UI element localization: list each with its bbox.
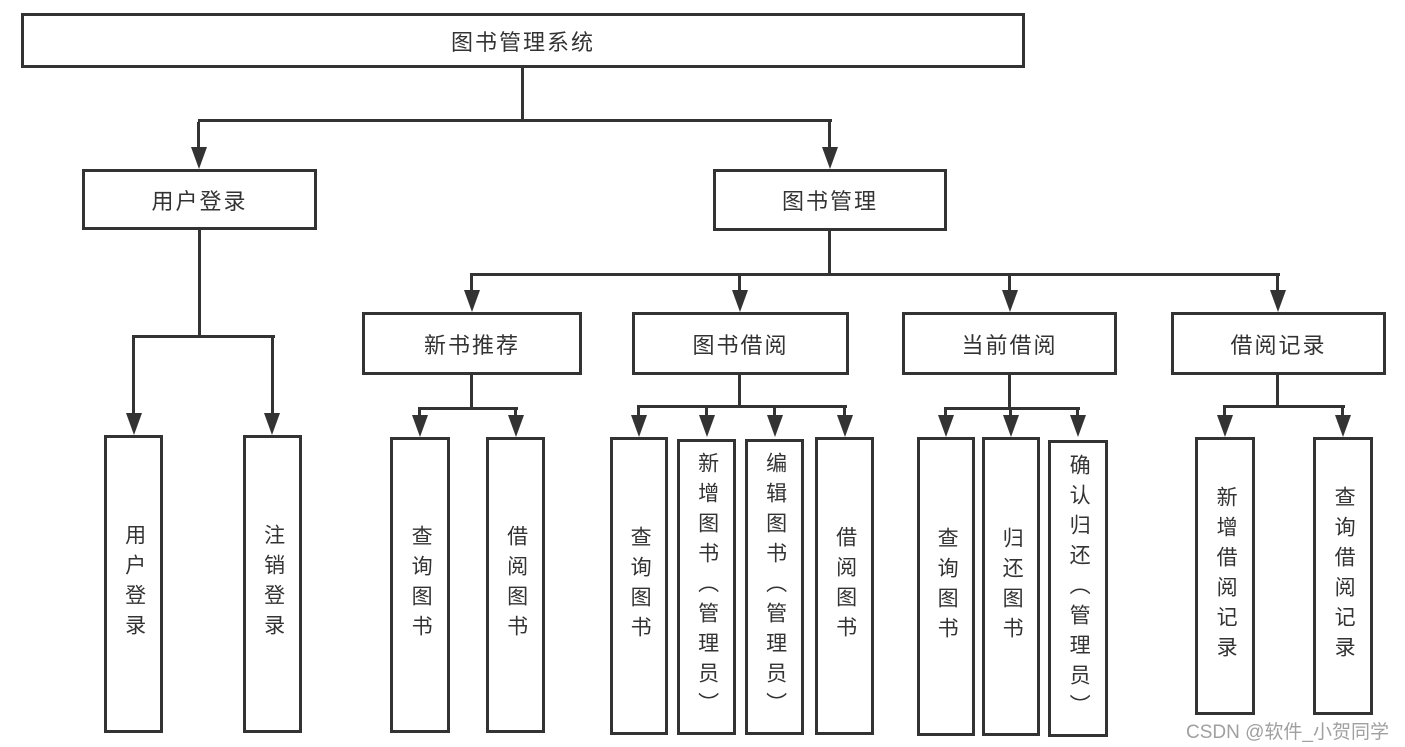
- arrow-down-icon: [1003, 415, 1019, 437]
- connector-line: [738, 276, 741, 292]
- node-new-book-recommend-label: 新书推荐: [423, 332, 520, 358]
- connector-line: [705, 408, 708, 416]
- connector-line: [418, 410, 421, 416]
- connector-line: [521, 68, 524, 122]
- leaf-borrow-query-book-label: 查询图书: [628, 526, 652, 646]
- connector-line: [1223, 405, 1345, 408]
- arrow-down-icon: [699, 415, 715, 437]
- arrow-down-icon: [631, 415, 647, 437]
- node-book-borrow-label: 图书借阅: [692, 332, 789, 358]
- connector-line: [197, 122, 200, 149]
- connector-line: [132, 338, 135, 415]
- arrow-down-icon: [191, 147, 207, 169]
- arrow-down-icon: [1002, 290, 1018, 312]
- arrow-down-icon: [767, 415, 783, 437]
- leaf-borrow-add-book-admin: 新增图书（管理员）: [677, 439, 736, 735]
- leaf-records-query-record-label: 查询借阅记录: [1332, 486, 1356, 666]
- connector-line: [1008, 276, 1011, 292]
- node-user-login: 用户登录: [82, 169, 317, 230]
- leaf-borrow-add-book-admin-label: 新增图书（管理员）: [695, 452, 719, 722]
- leaf-user-login: 用户登录: [104, 435, 163, 733]
- connector-line: [773, 408, 776, 416]
- arrow-down-icon: [464, 290, 480, 312]
- connector-line: [828, 122, 831, 149]
- leaf-recommend-query-book-label: 查询图书: [409, 525, 433, 645]
- leaf-recommend-borrow-book: 借阅图书: [486, 437, 545, 733]
- leaf-records-add-record: 新增借阅记录: [1195, 437, 1255, 715]
- connector-line: [637, 405, 847, 408]
- connector-line: [514, 410, 517, 416]
- connector-line: [1076, 410, 1079, 416]
- connector-line: [738, 375, 741, 407]
- connector-line: [271, 338, 274, 415]
- leaf-current-query-book-label: 查询图书: [935, 526, 959, 647]
- connector-line: [470, 273, 1280, 276]
- connector-line: [1008, 375, 1011, 409]
- connector-line: [843, 408, 846, 416]
- leaf-logout-label: 注销登录: [261, 524, 285, 644]
- node-borrow-records-label: 借阅记录: [1230, 332, 1327, 358]
- arrow-down-icon: [508, 415, 524, 437]
- connector-line: [470, 375, 473, 409]
- arrow-down-icon: [1335, 415, 1351, 437]
- leaf-current-return-book: 归还图书: [982, 437, 1040, 736]
- connector-line: [1341, 408, 1344, 416]
- leaf-borrow-edit-book-admin: 编辑图书（管理员）: [745, 439, 804, 735]
- arrow-down-icon: [264, 413, 280, 435]
- leaf-records-query-record: 查询借阅记录: [1313, 437, 1373, 715]
- connector-line: [637, 408, 640, 416]
- arrow-down-icon: [938, 415, 954, 437]
- connector-line: [1009, 410, 1012, 416]
- leaf-recommend-borrow-book-label: 借阅图书: [504, 525, 528, 645]
- connector-line: [198, 230, 201, 338]
- leaf-borrow-borrow-book-label: 借阅图书: [833, 526, 857, 646]
- leaf-recommend-query-book: 查询图书: [390, 437, 450, 733]
- arrow-down-icon: [822, 147, 838, 169]
- node-book-borrow: 图书借阅: [632, 312, 849, 375]
- node-user-login-label: 用户登录: [151, 188, 248, 214]
- arrow-down-icon: [732, 290, 748, 312]
- connector-line: [132, 335, 275, 338]
- arrow-down-icon: [126, 413, 142, 435]
- leaf-user-login-label: 用户登录: [122, 524, 146, 644]
- leaf-current-query-book: 查询图书: [917, 437, 975, 736]
- connector-line: [470, 276, 473, 292]
- node-current-borrow: 当前借阅: [902, 312, 1117, 375]
- node-root-label: 图书管理系统: [450, 29, 595, 55]
- node-borrow-records: 借阅记录: [1171, 312, 1386, 375]
- arrow-down-icon: [1070, 415, 1086, 437]
- arrow-down-icon: [837, 415, 853, 437]
- arrow-down-icon: [1270, 290, 1286, 312]
- csdn-watermark: CSDN @软件_小贺同学: [1186, 722, 1389, 743]
- connector-line: [1276, 276, 1279, 292]
- node-book-management: 图书管理: [713, 169, 947, 231]
- leaf-current-confirm-return-admin: 确认归还（管理员）: [1048, 440, 1108, 737]
- leaf-borrow-query-book: 查询图书: [610, 437, 668, 735]
- node-new-book-recommend: 新书推荐: [362, 312, 582, 375]
- connector-line: [944, 410, 947, 416]
- node-current-borrow-label: 当前借阅: [961, 332, 1058, 358]
- connector-line: [198, 119, 832, 122]
- leaf-current-return-book-label: 归还图书: [1000, 526, 1024, 647]
- arrow-down-icon: [412, 415, 428, 437]
- leaf-logout: 注销登录: [243, 435, 302, 733]
- node-book-management-label: 图书管理: [781, 189, 878, 214]
- leaf-current-confirm-return-admin-label: 确认归还（管理员）: [1067, 453, 1091, 724]
- connector-line: [1276, 375, 1279, 407]
- leaf-records-add-record-label: 新增借阅记录: [1214, 486, 1238, 666]
- connector-line: [1223, 408, 1226, 416]
- leaf-borrow-borrow-book: 借阅图书: [815, 437, 874, 735]
- connector-line: [828, 231, 831, 276]
- arrow-down-icon: [1217, 415, 1233, 437]
- connector-line: [944, 407, 1080, 410]
- leaf-borrow-edit-book-admin-label: 编辑图书（管理员）: [763, 452, 787, 722]
- connector-line: [418, 407, 518, 410]
- node-root: 图书管理系统: [21, 13, 1025, 68]
